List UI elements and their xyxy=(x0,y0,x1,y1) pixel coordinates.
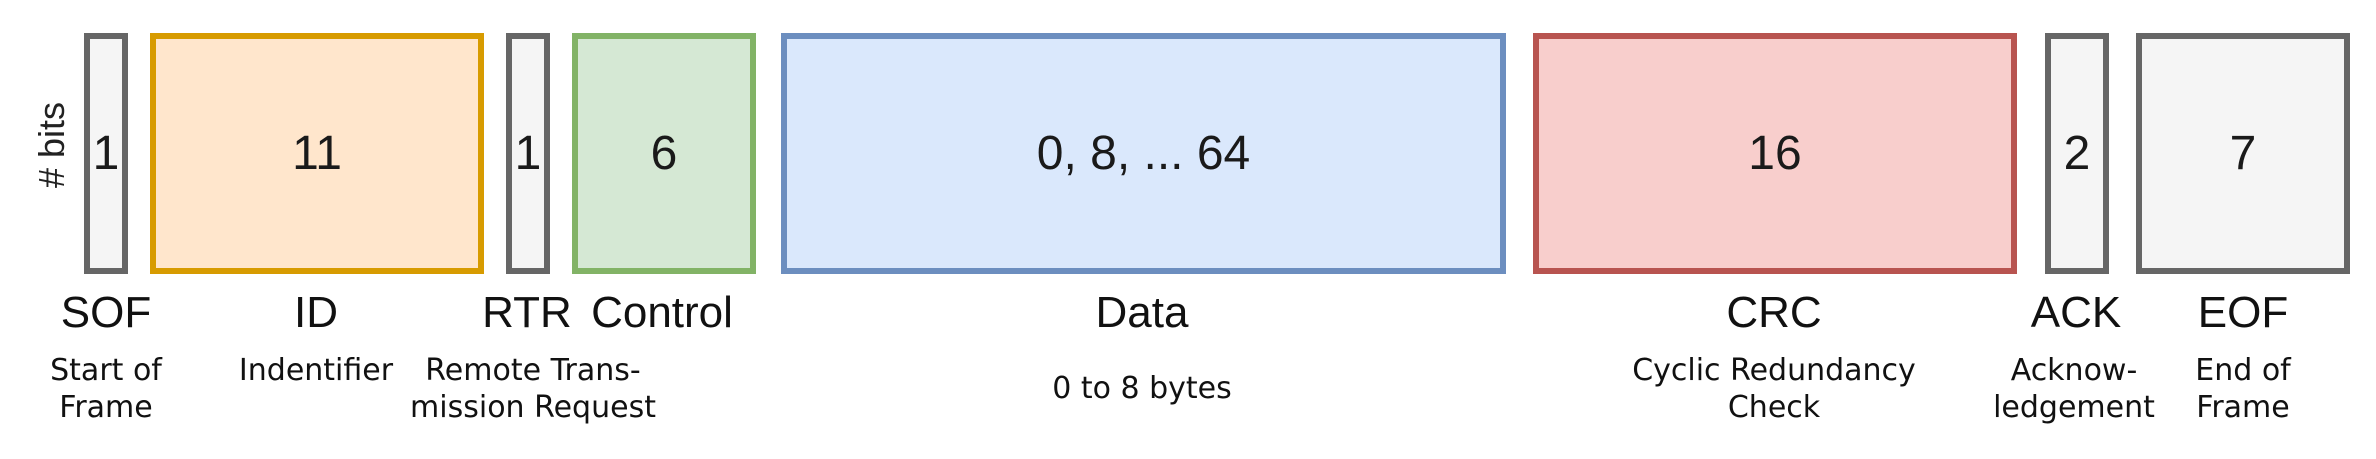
field-ack-box: 2 xyxy=(2045,33,2109,274)
field-ack-name: ACK xyxy=(2030,288,2122,337)
field-id-bits: 11 xyxy=(292,127,342,180)
field-sof-bits: 1 xyxy=(92,127,120,180)
field-id-box: 11 xyxy=(150,33,484,274)
field-control-name: Control xyxy=(591,288,733,337)
field-rtr-bits: 1 xyxy=(514,127,542,180)
field-crc-box: 16 xyxy=(1533,33,2017,274)
field-sof-name: SOF xyxy=(60,288,152,337)
field-control-box: 6 xyxy=(572,33,756,274)
field-data-box: 0, 8, ... 64 xyxy=(781,33,1506,274)
field-data-bits: 0, 8, ... 64 xyxy=(1036,127,1251,180)
rtr-control-description: Remote Trans- mission Request xyxy=(410,353,656,425)
field-data-name: Data xyxy=(1095,288,1189,337)
field-id-name: ID xyxy=(294,288,338,337)
field-id-description: Indentifier xyxy=(238,353,394,388)
field-crc-name: CRC xyxy=(1726,288,1822,337)
field-control-bits: 6 xyxy=(650,127,678,180)
field-ack-description: Acknow- ledgement xyxy=(1993,353,2155,425)
field-eof-box: 7 xyxy=(2136,33,2350,274)
field-rtr-name: RTR xyxy=(482,288,572,337)
field-rtr-box: 1 xyxy=(506,33,550,274)
field-eof-bits: 7 xyxy=(2229,127,2257,180)
field-crc-description: Cyclic Redundancy Check xyxy=(1632,353,1916,425)
field-eof-name: EOF xyxy=(2197,288,2289,337)
field-sof-box: 1 xyxy=(84,33,128,274)
field-crc-bits: 16 xyxy=(1748,127,1802,180)
field-sof-description: Start of Frame xyxy=(50,353,162,425)
field-data-description: 0 to 8 bytes xyxy=(1052,371,1232,406)
field-eof-description: End of Frame xyxy=(2195,353,2291,425)
field-ack-bits: 2 xyxy=(2063,127,2091,180)
